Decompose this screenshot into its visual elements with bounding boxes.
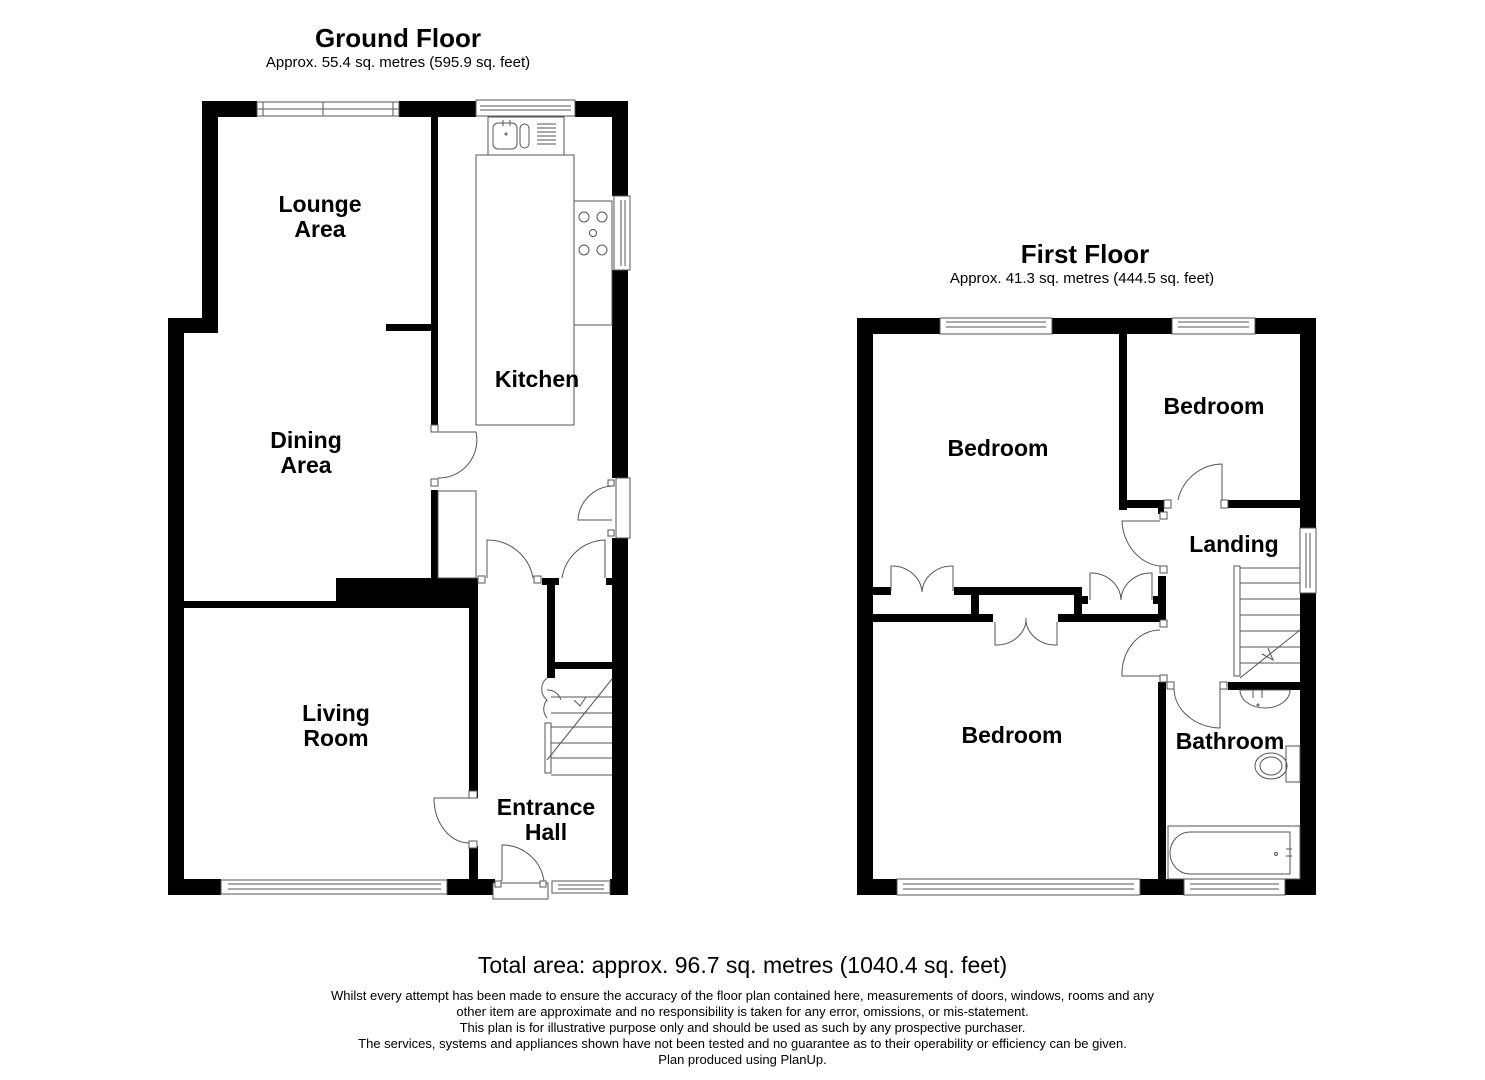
room-label-landing: Landing — [1189, 531, 1279, 557]
ground-floor-area: Approx. 55.4 sq. metres (595.9 sq. feet) — [265, 54, 531, 71]
disclaimer-line: This plan is for illustrative purpose on… — [459, 1020, 1026, 1035]
disclaimer-line: Plan produced using PlanUp. — [658, 1052, 827, 1067]
first-floor-title: First Floor — [1020, 239, 1150, 269]
room-label-lounge-area: Lounge Area — [278, 191, 362, 242]
ground-floor-plan — [168, 99, 631, 900]
room-label-living-room: Living Room — [302, 700, 370, 751]
room-label-bathroom: Bathroom — [1175, 728, 1285, 754]
ground-floor-fixtures — [220, 99, 631, 900]
first-floor-area: Approx. 41.3 sq. metres (444.5 sq. feet) — [949, 270, 1215, 287]
room-label-bedroom-1: Bedroom — [947, 435, 1049, 461]
ground-floor-title: Ground Floor — [314, 23, 482, 53]
total-area: Total area: approx. 96.7 sq. metres (104… — [477, 952, 1008, 978]
first-floor-fixtures — [890, 317, 1317, 896]
ground-floor-walls — [168, 101, 628, 895]
disclaimer-line: The services, systems and appliances sho… — [358, 1036, 1127, 1051]
room-label-dining-area: Dining Area — [270, 427, 342, 478]
room-label-bedroom-3: Bedroom — [1163, 393, 1265, 419]
first-floor-plan — [857, 317, 1317, 896]
room-label-entrance-hall: Entrance Hall — [496, 794, 596, 845]
disclaimer: Whilst every attempt has been made to en… — [0, 988, 1485, 1068]
disclaimer-line: Whilst every attempt has been made to en… — [330, 988, 1155, 1003]
room-label-bedroom-2: Bedroom — [961, 722, 1063, 748]
first-floor-walls — [857, 318, 1316, 895]
disclaimer-line: other item are approximate and no respon… — [456, 1004, 1029, 1019]
room-label-kitchen: Kitchen — [494, 366, 580, 392]
